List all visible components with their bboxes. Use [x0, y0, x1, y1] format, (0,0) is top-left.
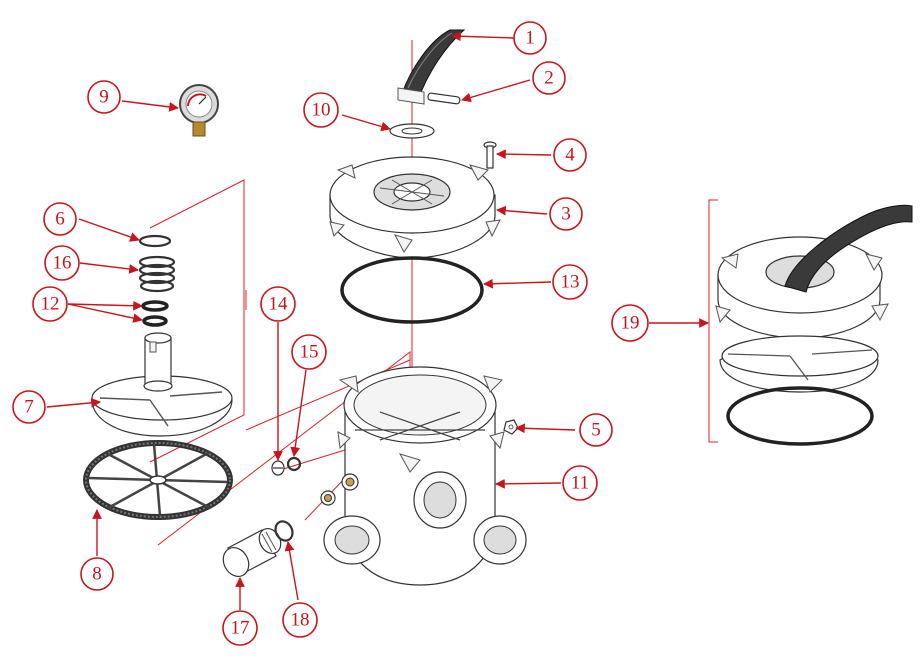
washer-part	[389, 123, 435, 139]
callout-19: 19	[611, 304, 649, 342]
callout-label: 6	[55, 209, 65, 230]
sight-glass-ring-part	[274, 520, 294, 542]
callout-label: 12	[41, 294, 60, 315]
callout-label: 7	[24, 397, 34, 418]
callout-9: 9	[87, 80, 121, 114]
plug-o-ring-part	[286, 456, 302, 472]
callout-15: 15	[291, 334, 327, 370]
callout-label: 10	[312, 100, 331, 121]
callout-label: 15	[300, 342, 319, 363]
callout-label: 14	[269, 294, 289, 315]
handle-part	[397, 29, 466, 105]
sight-glass-part	[222, 527, 282, 577]
assembled-top-part	[715, 204, 913, 446]
callout-label: 4	[565, 145, 575, 166]
callout-label: 13	[561, 272, 580, 293]
callout-18: 18	[282, 602, 318, 638]
pressure-gauge-part	[179, 84, 219, 137]
callout-label: 2	[544, 68, 554, 89]
rotor-disc-part	[91, 332, 233, 437]
valve-body-part	[320, 366, 527, 586]
callout-label: 3	[561, 204, 571, 225]
callout-label: 8	[92, 564, 102, 585]
cover-o-ring-part	[340, 256, 484, 324]
leader-arrows	[46, 31, 709, 610]
callout-11: 11	[562, 465, 598, 501]
callout-7: 7	[12, 390, 46, 424]
drain-plug-part	[271, 460, 285, 476]
callout-10: 10	[303, 92, 339, 128]
callout-label: 16	[53, 253, 72, 274]
screw-part	[483, 141, 497, 169]
callout-6: 6	[43, 202, 77, 236]
small-o-rings-part	[141, 300, 169, 327]
pin-part	[427, 92, 461, 105]
callout-17: 17	[222, 610, 258, 646]
callout-12: 12	[32, 286, 68, 322]
gasket-part	[83, 440, 233, 520]
callout-14: 14	[260, 286, 296, 322]
callout-3: 3	[549, 197, 583, 231]
spindle-ring-part	[138, 234, 172, 248]
callout-1: 1	[513, 21, 547, 55]
callout-label: 17	[231, 618, 250, 639]
callout-8: 8	[80, 557, 114, 591]
callout-4: 4	[553, 138, 587, 172]
callout-16: 16	[44, 245, 80, 281]
callout-13: 13	[552, 264, 588, 300]
callout-label: 11	[571, 473, 589, 494]
callout-label: 18	[291, 610, 310, 631]
callout-5: 5	[579, 413, 613, 447]
callout-label: 1	[525, 28, 535, 49]
callout-2: 2	[532, 61, 566, 95]
nut-part	[503, 419, 519, 435]
callout-label: 19	[621, 313, 640, 334]
callout-label: 9	[99, 87, 109, 108]
valve-cover-part	[329, 156, 501, 259]
spring-part	[138, 255, 176, 293]
callout-label: 5	[591, 420, 601, 441]
